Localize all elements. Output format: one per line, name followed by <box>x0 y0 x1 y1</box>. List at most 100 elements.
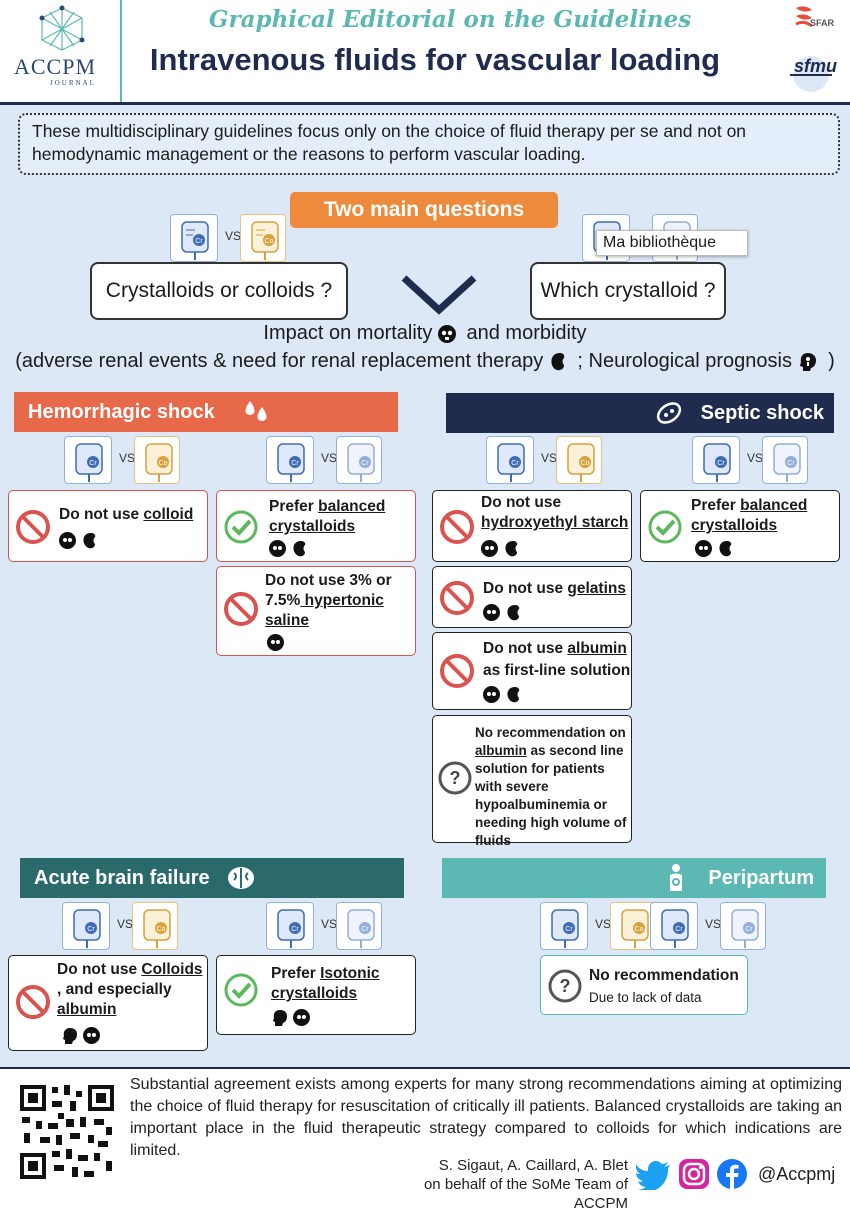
kidney-icon <box>719 541 732 557</box>
page-title: Intravenous fluids for vascular loading <box>149 42 721 77</box>
hemorrhagic-cr-vs-cr-icon: Cr VS Cr <box>266 436 382 486</box>
peripartum-cr-vs-cr-icon: Cr VS Cr <box>650 902 766 952</box>
brain-rec-isotonic-crystalloids: Prefer Isotonic crystalloids <box>216 955 416 1035</box>
question-mark-icon: ? <box>548 969 582 1003</box>
svg-text:Cr: Cr <box>511 460 519 467</box>
hemorrhagic-rec-no-hypertonic-saline: Do not use 3% or 7.5% hypertonic saline <box>216 566 416 656</box>
social-handle[interactable]: @Accpmj <box>758 1164 836 1184</box>
skull-icon <box>267 634 284 652</box>
instagram-icon[interactable] <box>678 1158 710 1190</box>
skull-icon <box>437 324 456 343</box>
footer-summary: Substantial agreement exists among exper… <box>130 1076 842 1159</box>
svg-text:Cr: Cr <box>291 460 299 467</box>
skull-icon <box>83 1027 100 1045</box>
kidney-icon <box>551 352 565 370</box>
prohibited-icon <box>440 581 474 615</box>
question-mark-icon: ? <box>438 761 472 795</box>
septic-rec-balanced-crystalloids: Prefer balanced crystalloids <box>640 490 840 562</box>
svg-text:Cr: Cr <box>87 926 95 933</box>
prohibited-icon <box>16 510 50 544</box>
svg-text:Cr: Cr <box>195 238 203 245</box>
team: on behalf of the SoMe Team of ACCPM <box>423 1176 628 1212</box>
bacterium-icon <box>656 402 682 424</box>
network-logo-icon <box>39 5 85 51</box>
svg-text:Cr: Cr <box>717 460 725 467</box>
svg-text:Co: Co <box>159 460 168 467</box>
sfmu-logo: sfmu <box>788 50 838 96</box>
head-icon <box>63 1028 77 1045</box>
header-divider <box>0 102 850 105</box>
impact-line-1: Impact on mortality and morbidity <box>263 322 587 344</box>
sfar-icon <box>795 6 813 28</box>
prohibited-icon <box>16 985 50 1019</box>
septic-rec-no-albumin-first-line: Do not use albumin as first-line solutio… <box>432 632 632 710</box>
hemorrhagic-rec-no-colloid: Do not use colloid <box>8 490 208 562</box>
kidney-icon <box>507 687 520 703</box>
outcome-icons <box>59 531 103 551</box>
svg-text:Cr: Cr <box>675 926 683 933</box>
checkmark-icon <box>224 510 258 544</box>
svg-text:Cr: Cr <box>787 460 795 467</box>
authors-block: S. Sigaut, A. Caillard, A. Blet on behal… <box>380 1156 628 1213</box>
septic-rec-no-hes: Do not use hydroxyethyl starch <box>432 490 632 562</box>
svg-text:Co: Co <box>581 460 590 467</box>
question-which-crystalloid: Which crystalloid ? <box>530 262 726 320</box>
question-crystalloids-or-colloids: Crystalloids or colloids ? <box>90 262 348 320</box>
intro-box: These multidisciplinary guidelines focus… <box>18 113 840 175</box>
pregnant-woman-icon <box>670 864 682 891</box>
brain-cr-vs-co-icon: Cr VS Co <box>62 902 178 952</box>
peripartum-banner: Peripartum <box>442 858 826 898</box>
hemorrhagic-shock-banner: Hemorrhagic shock <box>14 392 398 432</box>
crystalloid-bag-icon: Cr <box>170 214 218 262</box>
svg-text:Co: Co <box>265 238 274 245</box>
septic-rec-no-gelatins: Do not use gelatins <box>432 566 632 628</box>
svg-text:Cr: Cr <box>89 460 97 467</box>
chevron-down-icon <box>401 275 477 315</box>
septic-cr-vs-co-icon: Cr VS Co <box>486 436 602 486</box>
skull-icon <box>293 1009 310 1027</box>
skull-icon <box>695 540 712 558</box>
hemorrhagic-rec-balanced-crystalloids: Prefer balanced crystalloids <box>216 490 416 562</box>
kidney-icon <box>83 533 96 549</box>
sfmu-emblem-icon <box>790 56 832 92</box>
kidney-icon <box>293 541 306 557</box>
header <box>0 0 850 104</box>
header-accent-line <box>120 0 122 102</box>
journal-name: ACCPM <box>14 54 97 79</box>
prohibited-icon <box>224 592 258 626</box>
prohibited-icon <box>440 510 474 544</box>
septic-shock-banner: Septic shock <box>446 393 834 433</box>
peripartum-cr-vs-co-icon: Cr VS Co <box>540 902 656 952</box>
head-icon <box>273 1010 287 1027</box>
svg-text:Cr: Cr <box>361 926 369 933</box>
svg-text:Co: Co <box>635 926 644 933</box>
colloid-bag-icon: Co <box>240 214 286 262</box>
facebook-icon[interactable] <box>716 1158 748 1190</box>
svg-text:Cr: Cr <box>565 926 573 933</box>
hemorrhagic-cr-vs-co-icon: Cr VS Co <box>64 436 180 486</box>
two-main-questions-heading: Two main questions <box>290 192 558 228</box>
crystalloid-vs-colloid-icon: Cr VS Co <box>170 214 286 264</box>
svg-text:Cr: Cr <box>745 926 753 933</box>
journal-sub: JOURNAL <box>50 79 96 87</box>
graphical-editorial-title: Graphical Editorial on the Guidelines <box>208 6 692 33</box>
brain-cr-vs-cr-icon: Cr VS Cr <box>266 902 382 952</box>
authors: S. Sigaut, A. Caillard, A. Blet <box>438 1157 628 1174</box>
septic-cr-vs-cr-icon: Cr VS Cr <box>692 436 808 486</box>
skull-icon <box>269 540 286 558</box>
kidney-icon <box>507 605 520 621</box>
sfmu-label: sfmu <box>794 56 838 76</box>
blood-drops-icon <box>245 401 267 421</box>
skull-icon <box>483 686 500 704</box>
svg-text:Cr: Cr <box>291 926 299 933</box>
svg-text:Cr: Cr <box>361 460 369 467</box>
twitter-icon[interactable] <box>636 1160 672 1190</box>
prohibited-icon <box>440 654 474 688</box>
footer-divider <box>0 1067 850 1069</box>
bookmark-tooltip: Ma bibliothèque <box>596 230 748 256</box>
qr-code-icon[interactable] <box>18 1083 116 1181</box>
skull-icon <box>483 604 500 622</box>
svg-text:?: ? <box>450 768 461 788</box>
accpm-logo: ACCPM JOURNAL <box>14 4 124 96</box>
